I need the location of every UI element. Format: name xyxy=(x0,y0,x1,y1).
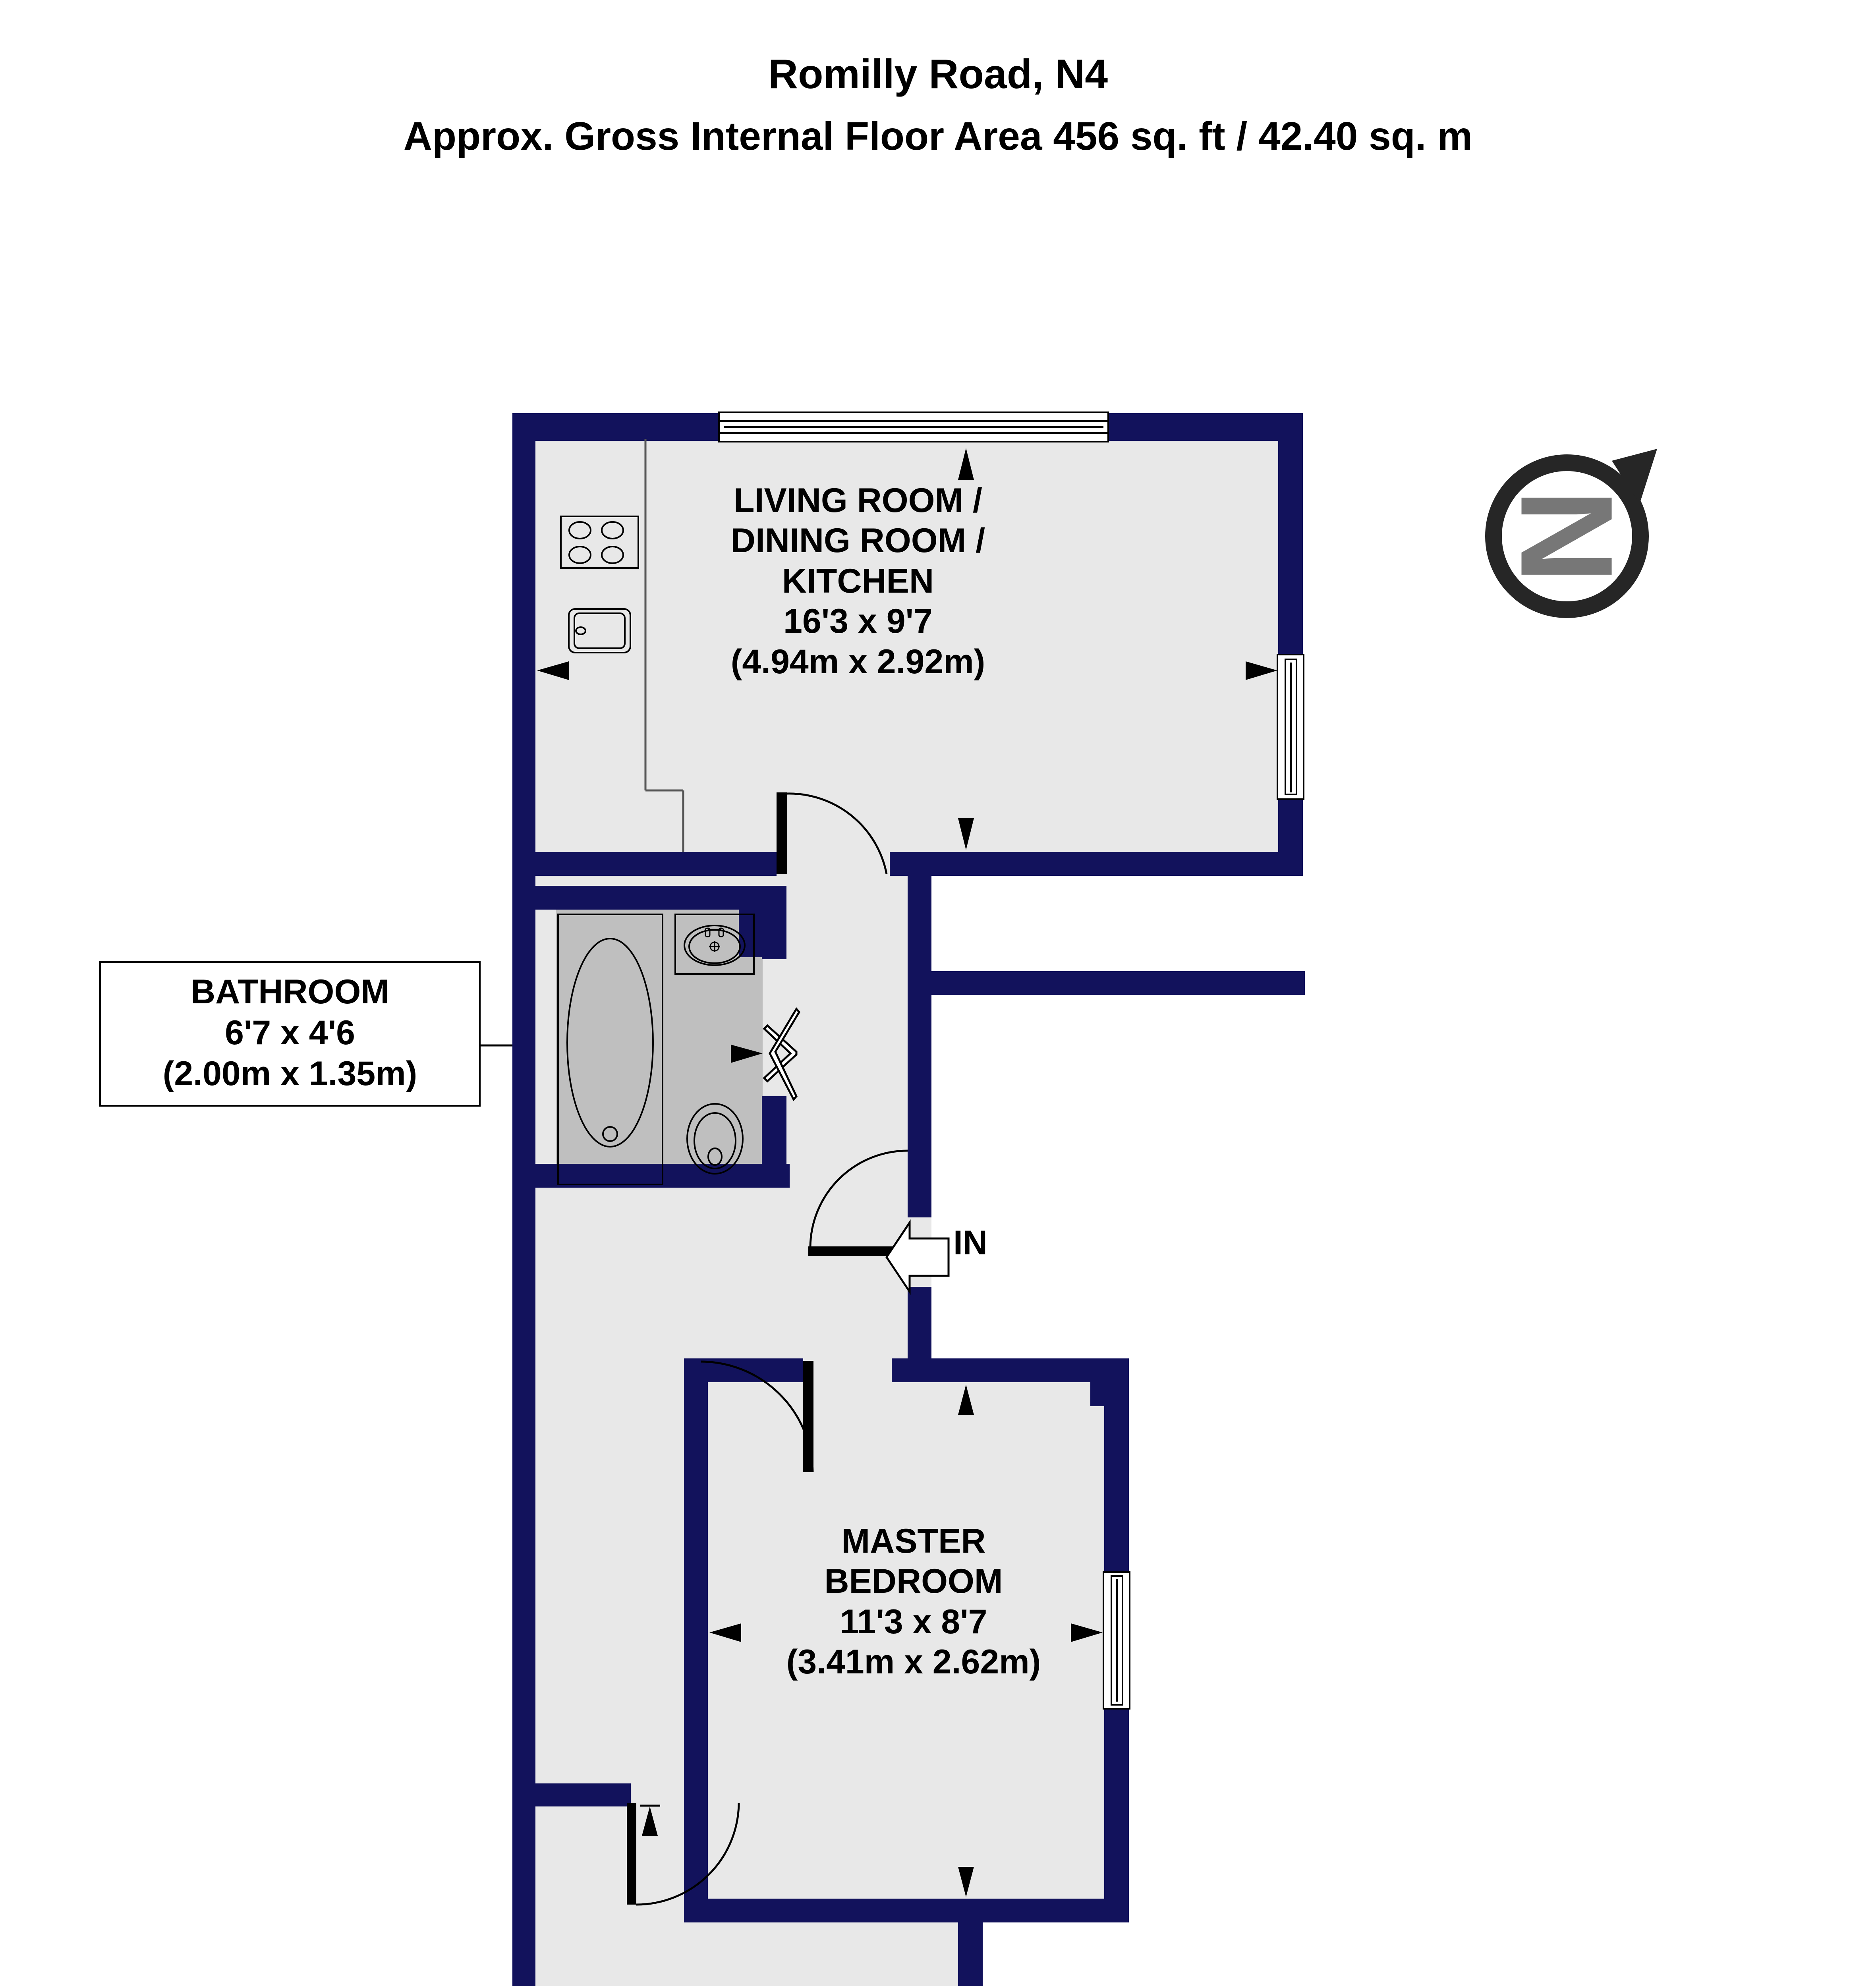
walls xyxy=(512,413,1305,1986)
window-living-right xyxy=(1277,654,1304,800)
dim-arrow-hall xyxy=(642,1806,658,1836)
wall-bath-top xyxy=(535,886,764,910)
dimension-arrows xyxy=(537,448,1277,1897)
bathroom-fixtures xyxy=(557,914,755,1185)
bathtub-icon xyxy=(557,914,663,1185)
dim-arrow-master-bottom xyxy=(958,1867,974,1897)
floor-living xyxy=(534,439,1301,874)
floor-master xyxy=(707,1382,1128,1922)
wall-top-left xyxy=(512,413,719,441)
window-living-top xyxy=(718,411,1109,442)
plan-header: Romilly Road, N4 Approx. Gross Internal … xyxy=(0,0,1876,158)
toilet-icon xyxy=(686,1103,744,1175)
wall-master-top-gap-r xyxy=(892,1358,931,1382)
windows xyxy=(718,411,1304,1710)
wall-master-right-lower xyxy=(1104,1708,1129,1922)
svg-text:N: N xyxy=(1494,489,1640,583)
basin-icon xyxy=(674,914,755,975)
dim-arrow-living-right xyxy=(1246,661,1277,680)
wall-hall-stub xyxy=(908,971,1305,995)
dim-arrow-bathroom xyxy=(731,1045,763,1063)
dim-arrow-master-left xyxy=(709,1623,741,1642)
wall-hall-right-mid xyxy=(908,995,931,1217)
entrance-label: IN xyxy=(953,1224,987,1262)
room-label-bathroom: BATHROOM 6'7 x 4'6 (2.00m x 1.35m) xyxy=(99,961,481,1107)
wall-living-left xyxy=(512,413,535,876)
wall-master-left xyxy=(684,1358,708,1922)
room-dim-imperial: 6'7 x 4'6 xyxy=(225,1014,355,1052)
wall-top-right xyxy=(1108,413,1303,441)
dim-arrow-master-right xyxy=(1071,1623,1103,1642)
compass-north-icon: N xyxy=(1485,449,1657,618)
hob-icon xyxy=(560,516,639,569)
wall-bath-right-a xyxy=(739,886,763,957)
dim-arrow-living-bottom xyxy=(958,818,974,850)
dim-arrow-living-left xyxy=(537,661,569,680)
wall-living-bottom-right xyxy=(890,852,1303,876)
floor-area-subtitle: Approx. Gross Internal Floor Area 456 sq… xyxy=(403,114,1473,159)
page-title: Romilly Road, N4 xyxy=(768,51,1108,97)
wall-master-right-upper xyxy=(1104,1358,1129,1573)
wall-living-bottom-left xyxy=(512,852,777,876)
wall-bath-right-b xyxy=(762,886,786,959)
wall-hall-left-pocket xyxy=(535,1783,631,1806)
wall-master-bottom xyxy=(684,1899,1129,1922)
floor-bed2 xyxy=(534,1922,981,1986)
dim-arrow-living-top xyxy=(958,448,974,480)
kitchen-fixtures xyxy=(560,439,684,852)
door-living-hall xyxy=(777,792,888,874)
floor-bathroom xyxy=(556,910,763,1188)
door-bathroom-bifold xyxy=(763,1007,801,1101)
room-dim-metric: (2.00m x 1.35m) xyxy=(162,1055,417,1093)
door-master xyxy=(701,1360,814,1472)
window-master-right xyxy=(1103,1571,1130,1710)
doors xyxy=(627,792,908,1906)
wall-living-right-upper xyxy=(1278,413,1303,655)
door-bed2 xyxy=(627,1803,740,1906)
wall-bed2-right-upper xyxy=(958,1899,983,1986)
wall-outer-left xyxy=(512,876,535,1986)
dim-arrow-master-top xyxy=(958,1385,974,1415)
sink-icon xyxy=(568,608,631,653)
room-name-line-1: BATHROOM xyxy=(190,973,389,1011)
wall-hall-bottom-right xyxy=(908,1358,1114,1382)
entrance-arrow-icon xyxy=(885,1219,950,1295)
